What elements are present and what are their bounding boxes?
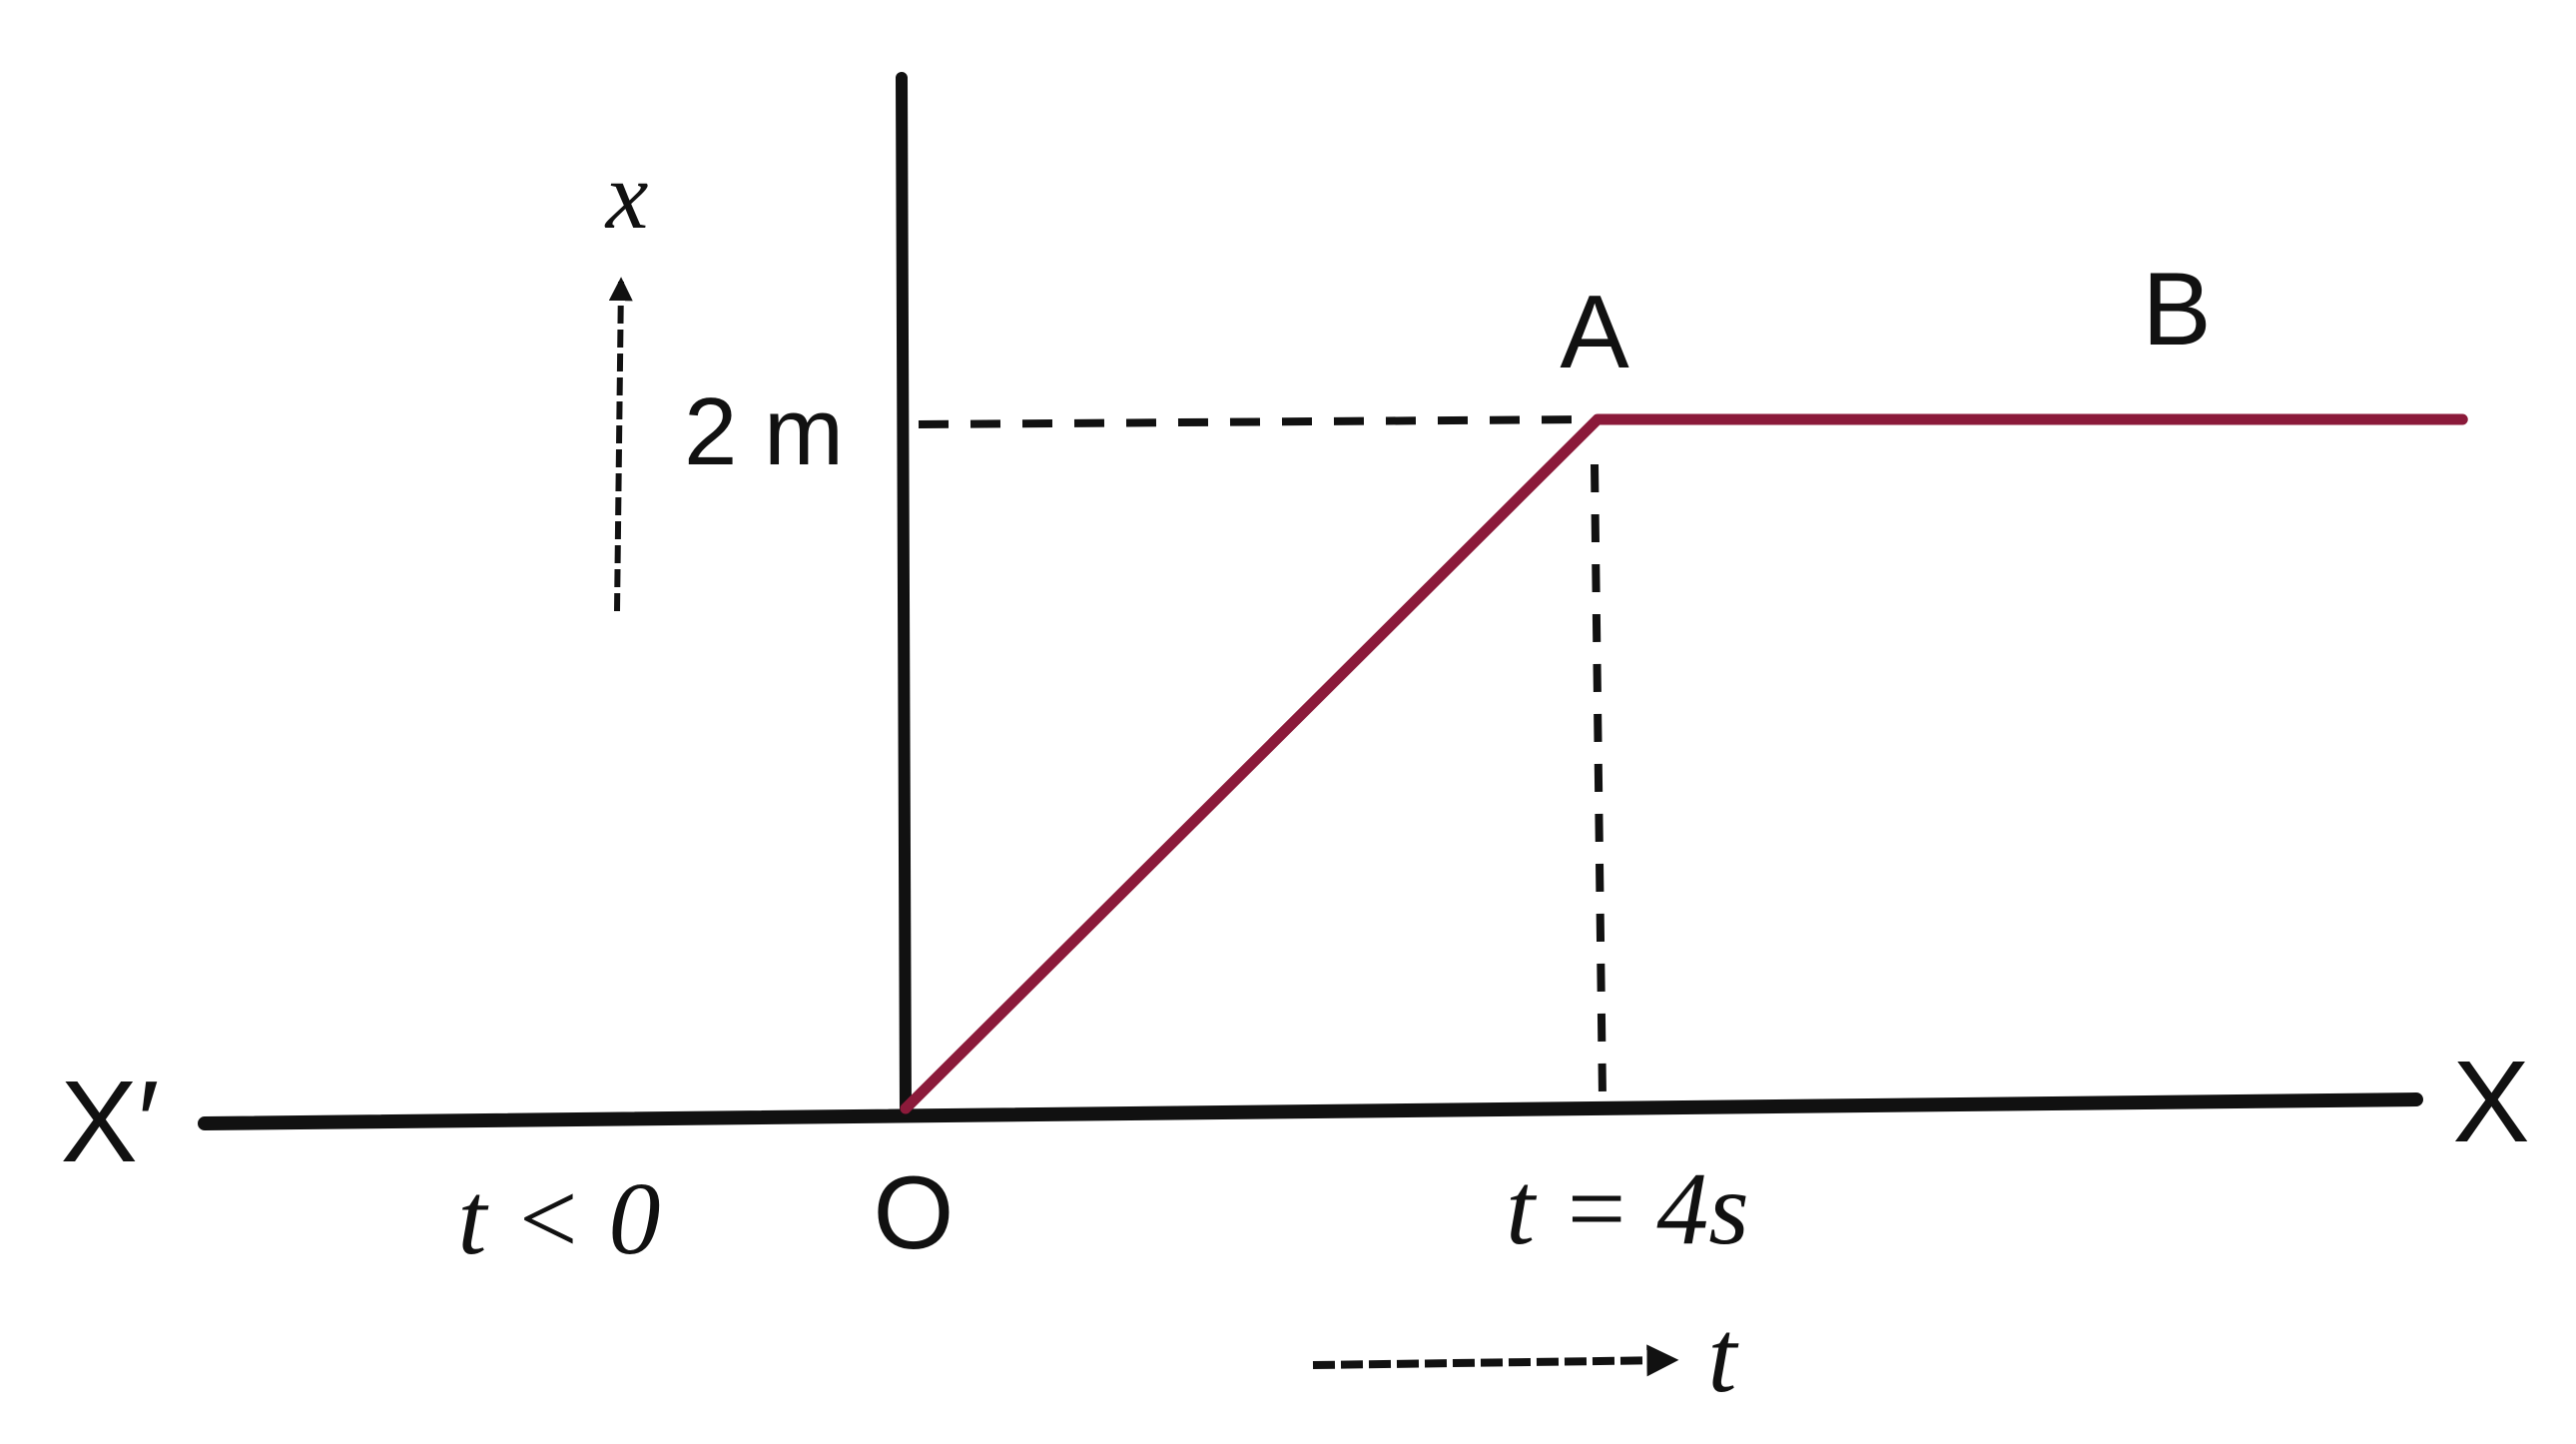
origin-label: O: [874, 1155, 955, 1271]
t-direction-arrow: [1312, 1344, 1679, 1377]
point-label-b: B: [2142, 252, 2211, 367]
x-axis-left-label: X′: [60, 1057, 159, 1186]
series-line: [900, 413, 2468, 1114]
point-label-a: A: [1560, 275, 1629, 390]
y-axis-label: x: [604, 142, 649, 249]
x-marker-label: t = 4s: [1506, 1151, 1749, 1266]
y-marker-guide: [918, 415, 1589, 428]
y-axis: [896, 72, 912, 1119]
region-label: t < 0: [457, 1161, 660, 1276]
x-axis-label: t: [1708, 1299, 1739, 1414]
x-marker-guide: [1591, 463, 1607, 1099]
x-axis-right-label: X: [2452, 1037, 2529, 1166]
y-marker-label: 2 m: [684, 378, 844, 485]
x-direction-arrow: [608, 277, 633, 612]
x-axis: [198, 1092, 2423, 1130]
